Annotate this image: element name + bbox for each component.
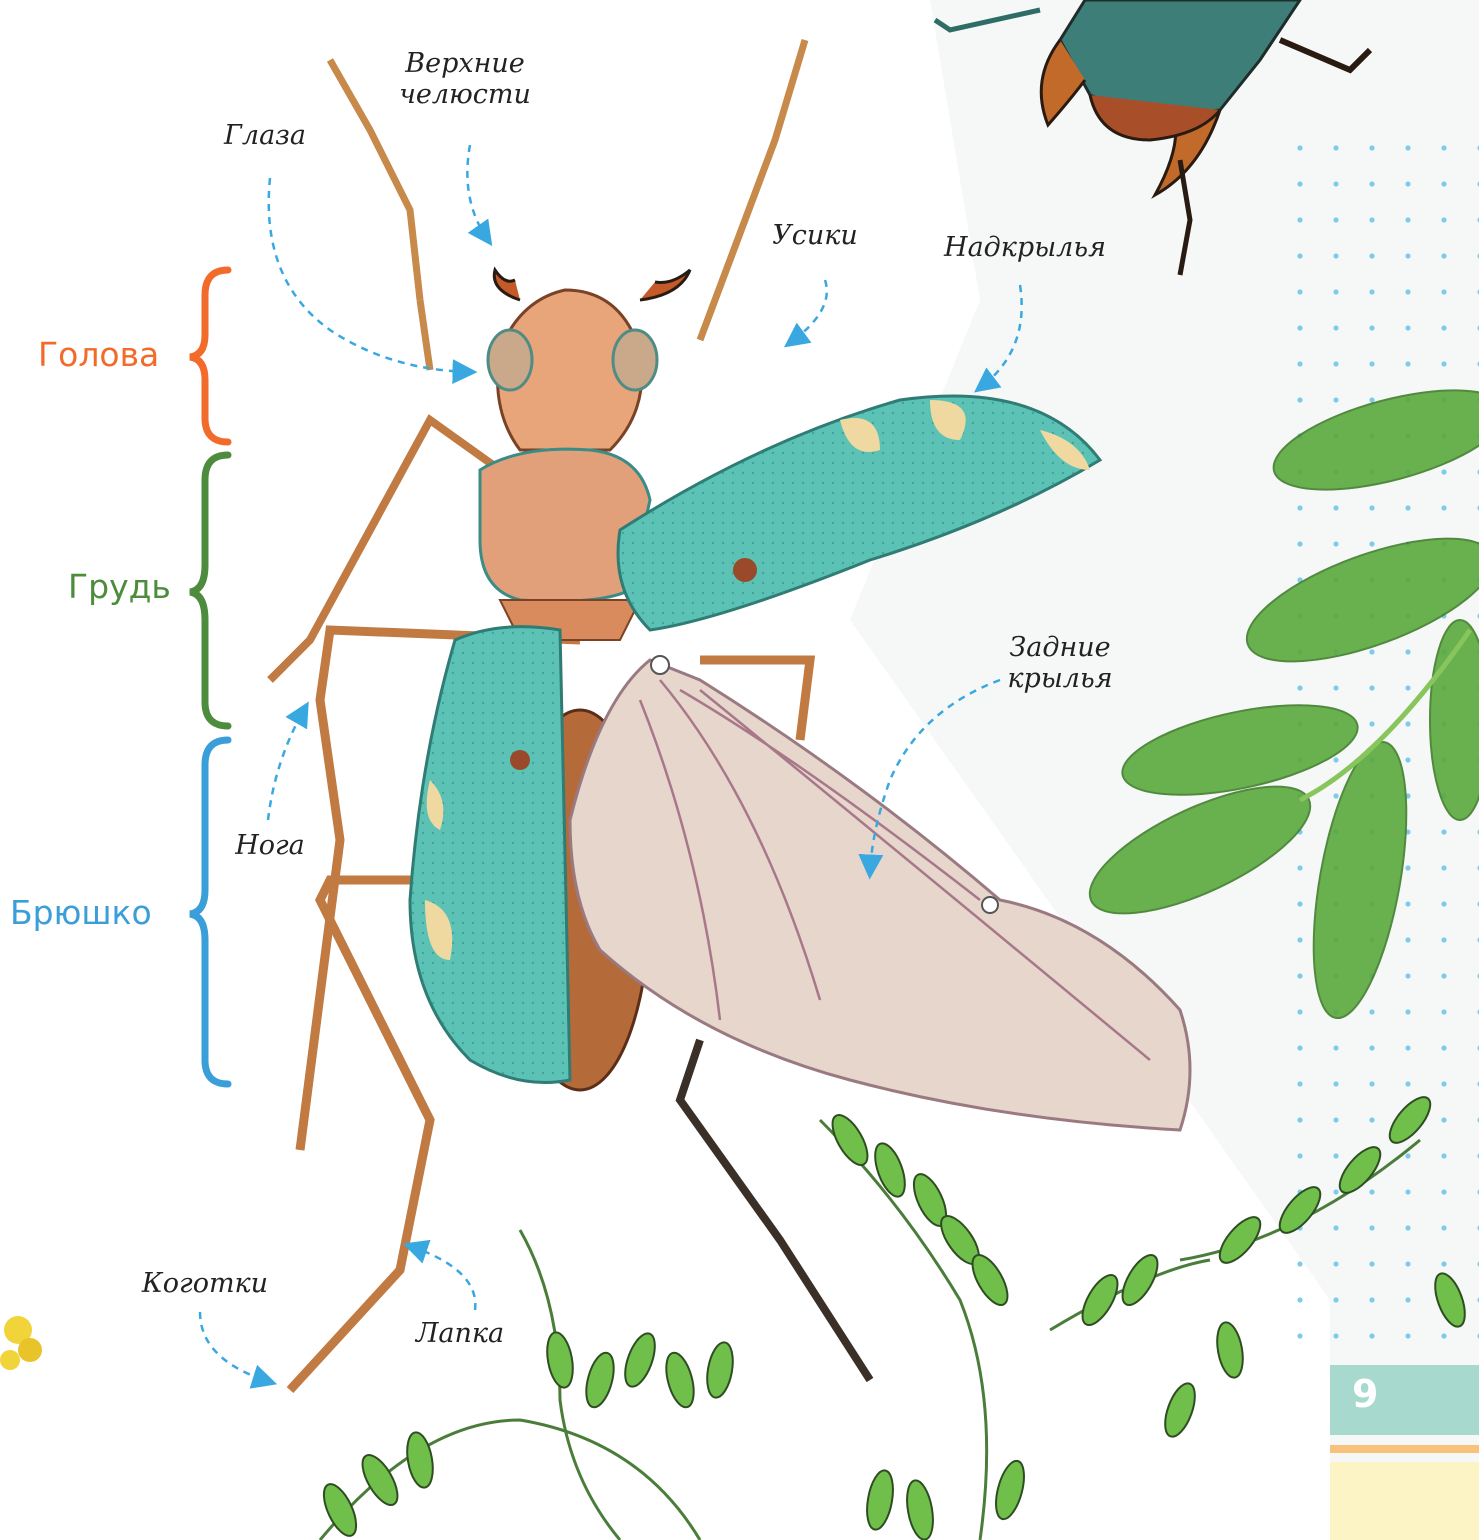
antennae-arrow: [790, 280, 827, 343]
claws-arrow: [200, 1312, 270, 1382]
callout-leg: Нога: [225, 830, 315, 861]
callout-claws: Коготки: [140, 1268, 270, 1299]
head-bracket: [190, 270, 228, 442]
callout-antennae: Усики: [765, 220, 865, 251]
tarsus-arrow: [410, 1246, 475, 1310]
page-number: 9: [1352, 1372, 1378, 1416]
right-antenna: [700, 40, 805, 340]
beetle-eye-right: [613, 330, 657, 390]
page-tab-footer: [1330, 1462, 1479, 1540]
beetle-eye-left: [488, 330, 532, 390]
thorax-bracket: [190, 455, 228, 726]
yellow-flower: [0, 1316, 42, 1370]
abdomen-bracket: [190, 740, 228, 1084]
leg-arrow: [268, 708, 305, 820]
mandible-right: [640, 270, 690, 300]
callout-hind-wings: Задние крылья: [990, 632, 1130, 694]
hind-leg-right: [680, 1040, 870, 1380]
upper-jaws-arrow: [467, 145, 488, 240]
callout-upper-jaws: Верхние челюсти: [390, 48, 540, 110]
callout-eyes: Глаза: [215, 120, 315, 151]
eyes-arrow: [269, 178, 470, 372]
mandible-left: [494, 270, 520, 300]
callout-tarsus: Лапка: [410, 1318, 510, 1349]
section-label-abdomen: Брюшко: [10, 893, 152, 932]
section-label-thorax: Грудь: [68, 567, 171, 606]
hind-leg-left: [290, 880, 430, 1390]
callout-elytra: Надкрылья: [935, 232, 1115, 263]
section-label-head: Голова: [38, 335, 159, 374]
page-tab-stripe: [1330, 1445, 1479, 1453]
